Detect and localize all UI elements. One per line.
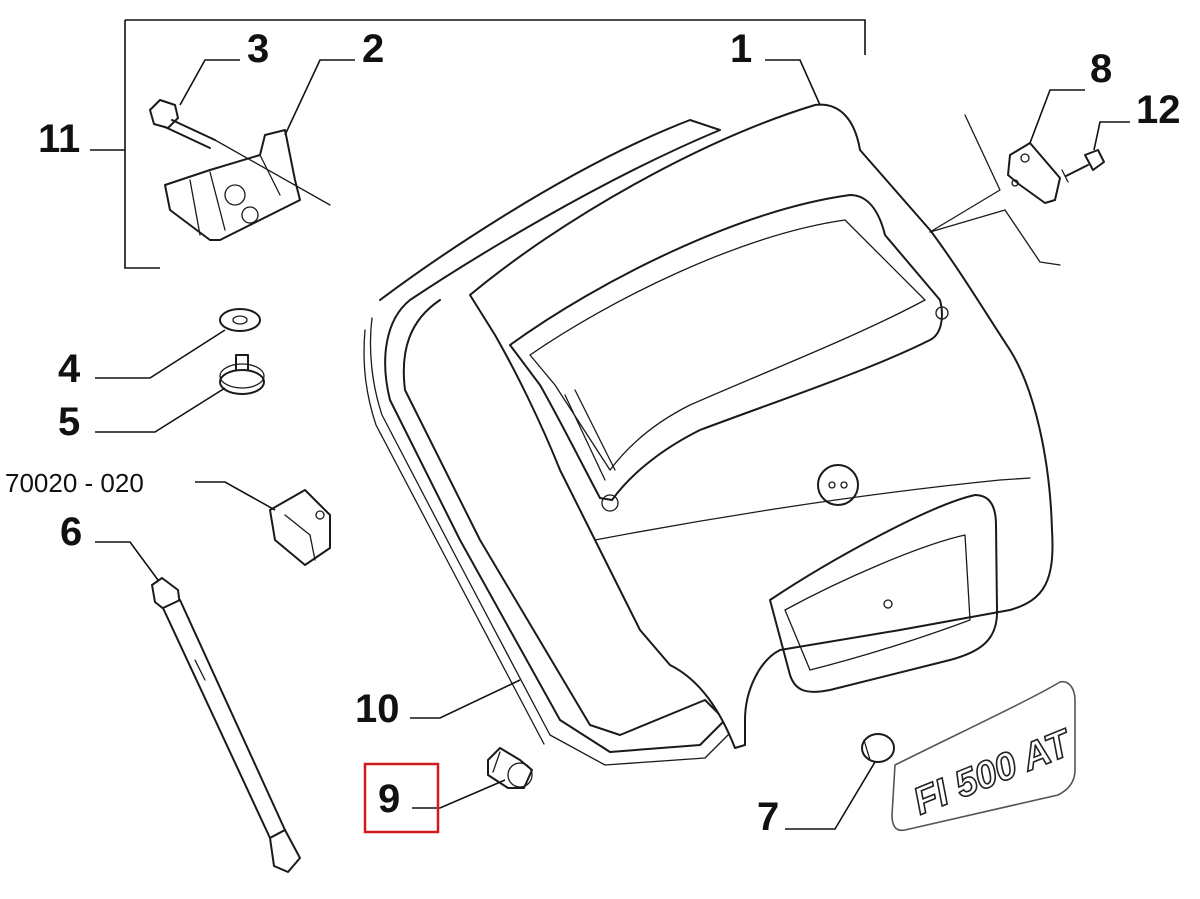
label-part-7: 7	[757, 795, 779, 839]
group-bracket-11	[90, 19, 866, 269]
assembly-line-8b	[929, 209, 1061, 266]
label-part-3: 3	[247, 27, 269, 71]
hinge[interactable]	[164, 129, 301, 241]
label-part-6: 6	[60, 510, 82, 554]
washer[interactable]	[219, 308, 261, 332]
label-part-12: 12	[1136, 88, 1181, 132]
tailgate-panel[interactable]	[469, 103, 1054, 749]
leader-lines	[95, 59, 1130, 830]
striker-pin[interactable]	[1061, 149, 1105, 183]
label-part-8: 8	[1090, 47, 1112, 91]
label-part-5: 5	[58, 400, 80, 444]
latch-bracket[interactable]	[1007, 142, 1061, 204]
label-part-9: 9	[378, 777, 400, 821]
emblem-mount	[817, 464, 859, 506]
label-part-11: 11	[38, 117, 80, 161]
tailgate-seal[interactable]	[363, 119, 736, 766]
highlight-box-part-9	[363, 762, 440, 834]
label-part-code: 70020 - 020	[5, 468, 144, 498]
buffer[interactable]	[487, 747, 533, 789]
badge-plate: FI 500 AT	[891, 680, 1079, 832]
label-part-10: 10	[355, 687, 400, 731]
hinge-bolt[interactable]	[149, 99, 331, 206]
assembly-line-8a	[929, 114, 1001, 233]
label-part-4: 4	[58, 347, 81, 391]
retaining-clip[interactable]	[269, 489, 331, 566]
cap[interactable]	[861, 733, 895, 763]
label-part-2: 2	[362, 27, 384, 71]
label-part-1: 1	[730, 27, 752, 71]
callout-labels: 1 2 3 4 5 70020 - 020 6 7 8 9 10 11 12	[5, 27, 1181, 839]
gas-strut[interactable]	[151, 577, 301, 873]
bump-stop[interactable]	[219, 354, 265, 395]
